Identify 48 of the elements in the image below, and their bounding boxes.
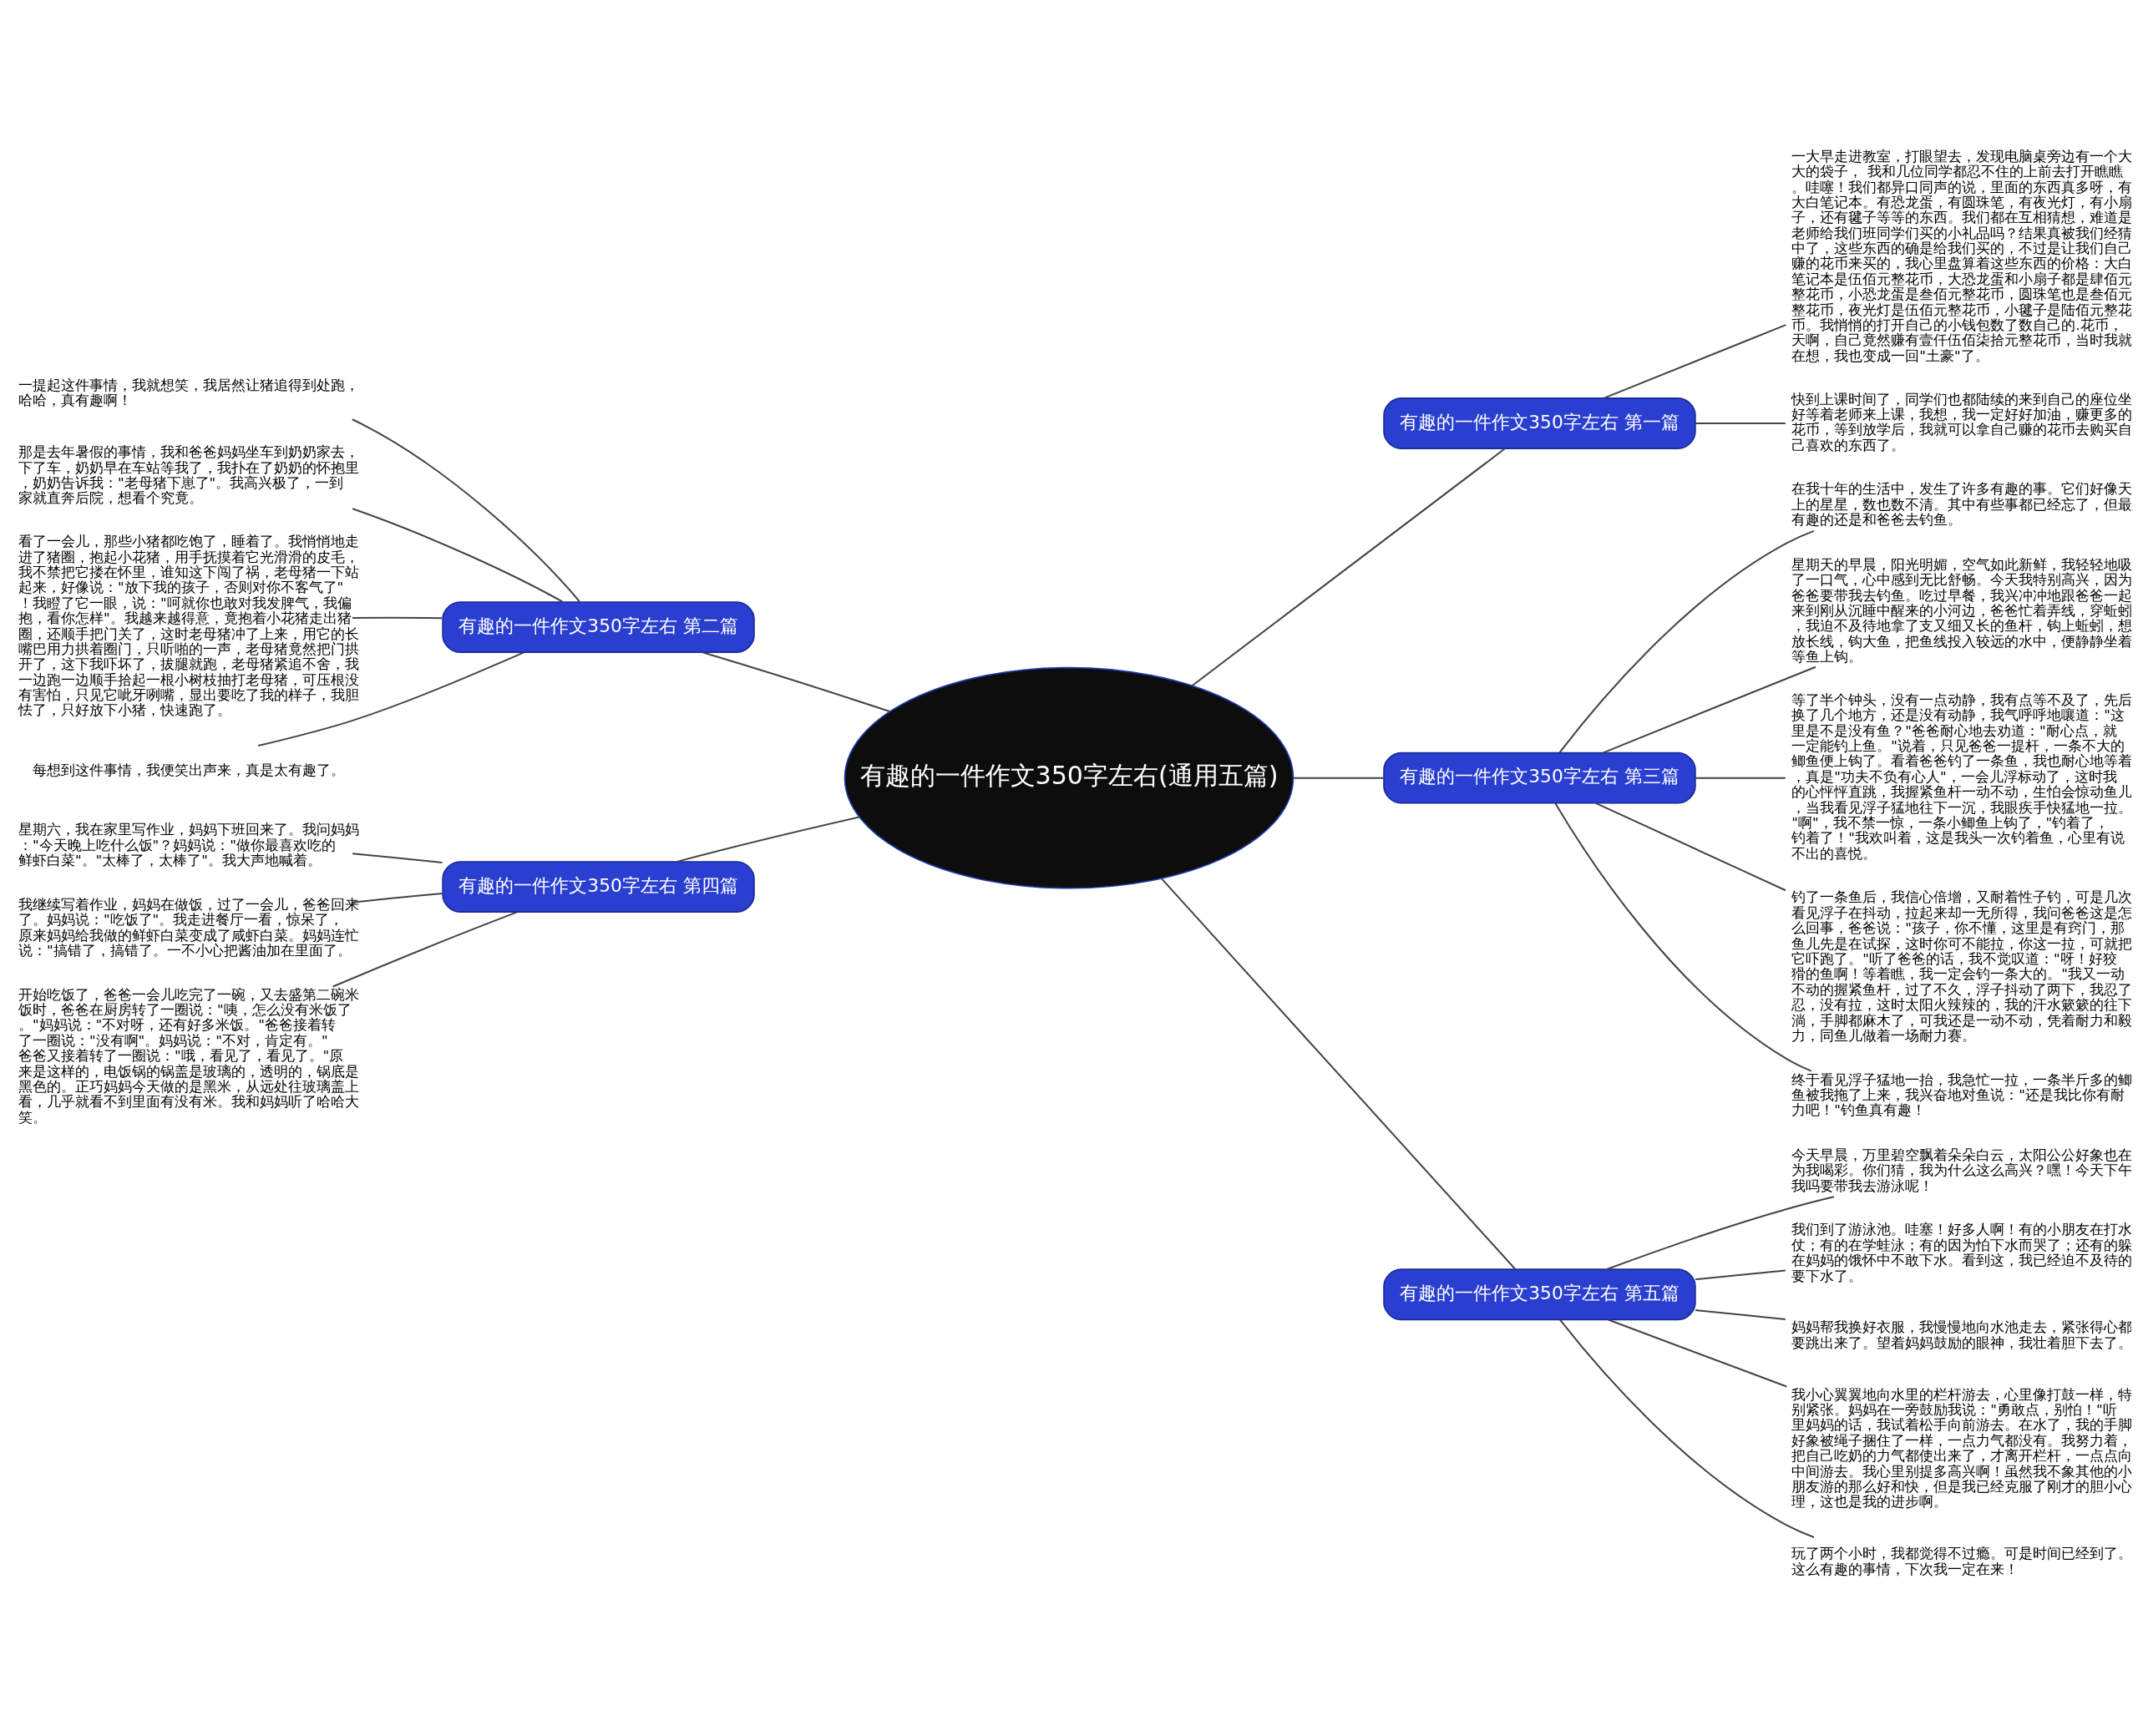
connector bbox=[1191, 448, 1506, 686]
node-text: 开始吃饭了，爸爸一会儿吃完了一碗，又去盛第二碗米饭时，爸爸在厨房转了一圈说："咦，怎么没有米饭了。"妈妈说："不对呀，还有好多米饭。"爸爸接着转了一圈说："没有啊"。妈妈说："不对，肯定有。"爸爸又接着转了一圈说："哦，看见了，看见了。"原来是这样的，电饭锅的锅盖是玻璃的，透明的，锅底是黑色的。正巧妈妈今天做的是黑米，从远处往玻璃盖上看，几乎就看不到里面有没有米。我和妈妈听了哈哈大笑。 bbox=[18, 985, 359, 1126]
connector bbox=[702, 651, 890, 712]
connector bbox=[1161, 878, 1516, 1270]
node-text: 妈妈帮我换好衣服，我慢慢地向水池走去，紧张得心都要跳出来了。望着妈妈鼓励的眼神，我壮着胆下去了。 bbox=[1791, 1318, 2133, 1351]
connector bbox=[258, 651, 524, 747]
node-box: 有趣的一件作文350字左右 第一篇 bbox=[1383, 397, 1696, 449]
connector bbox=[676, 816, 859, 863]
node-box: 有趣的一件作文350字左右 第二篇 bbox=[442, 601, 755, 654]
node-text: 今天早晨，万里碧空飘着朵朵白云，太阳公公好象也在为我喝彩。你们猜，我为什么这么高兴？嘿！今天下午我吗要带我去游泳呢！ bbox=[1791, 1146, 2133, 1194]
node-text: 在我十年的生活中，发生了许多有趣的事。它们好像天上的星星，数也数不清。其中有些事都已经忘了，但最有趣的还是和爸爸去钓鱼。 bbox=[1791, 480, 2133, 529]
node-text: 我们到了游泳池。哇塞！好多人啊！有的小朋友在打水仗；有的在学蛙泳；有的因为怕下水而哭了；还有的躲在妈妈的饿怀中不敢下水。看到这，我已经迫不及待的要下水了。 bbox=[1791, 1221, 2133, 1284]
connector bbox=[1695, 1308, 1786, 1320]
connector bbox=[332, 911, 518, 988]
connector bbox=[352, 616, 443, 620]
connector bbox=[1695, 777, 1786, 779]
node-ellipse: 有趣的一件作文350字左右(通用五篇) bbox=[844, 666, 1294, 889]
node-box: 有趣的一件作文350字左右 第三篇 bbox=[1383, 752, 1696, 804]
connector bbox=[1293, 777, 1384, 779]
connector bbox=[1559, 1319, 1815, 1538]
connector bbox=[1695, 1269, 1786, 1281]
connector bbox=[1606, 1196, 1835, 1270]
connector bbox=[1603, 324, 1786, 399]
connector bbox=[1558, 529, 1815, 753]
connector bbox=[352, 508, 564, 603]
node-text: 看了一会儿，那些小猪都吃饱了，睡着了。我悄悄地走进了猪圈，抱起小花猪，用手抚摸着它光滑滑的皮毛，我不禁把它搂在怀里，谁知这下闯了祸，老母猪一下站起来，好像说："放下我的孩子，否则对你不客气了"！我瞪了它一眼，说："呵就你也敢对我发脾气，我偏抱，看你怎样"。我越来越得意，竟抱着小花猪走出猪圈，还顺手把门关了，这时老母猪冲了上来，用它的长嘴巴用力拱着圈门，只听啪的一声，老母猪竟然把门拱开了，这下我吓坏了，拔腿就跑，老母猪紧追不舍，我一边跑一边顺手拾起一根小树枝抽打老母猪，可压根没有害怕，只见它呲牙咧嘴，显出要吃了我的样子，我胆怯了，只好放下小猪，快速跑了。 bbox=[18, 533, 359, 719]
node-text: 等了半个钟头，没有一点动静，我有点等不及了，先后换了几个地方，还是没有动静，我气呼呼地嚷道："这里是不是没有鱼？"爸爸耐心地去劝道："耐心点，就一定能钓上鱼。"说着，只见爸爸一提杆，一条不大的鲫鱼便上钩了。看着爸爸钓了一条鱼，我也耐心地等着，真是"功夫不负有心人"，一会儿浮标动了，这时我的心怦怦直跳，我握紧鱼杆一动不动，生怕会惊动鱼儿，当我看见浮子猛地往下一沉，我眼疾手快猛地一拉。"啊"，我不禁一惊，一条小鲫鱼上钩了，"钓着了，钓着了！"我欢叫着，这是我头一次钓着鱼，心里有说不出的喜悦。 bbox=[1791, 691, 2133, 862]
connector bbox=[352, 853, 443, 863]
connector bbox=[1602, 666, 1816, 754]
node-text: 每想到这件事情，我便笑出声来，真是太有趣了。 bbox=[32, 761, 345, 778]
connector bbox=[1595, 802, 1786, 892]
node-text: 星期天的早晨，阳光明媚，空气如此新鲜，我轻轻地吸了一口气，心中感到无比舒畅。今天我特别高兴，因为爸爸要带我去钓鱼。吃过早餐，我兴冲冲地跟爸爸一起来到刚从沉睡中醒来的小河边，爸爸忙着弄线，穿蚯蚓，我迫不及待地拿了支又细又长的鱼杆，钩上蚯蚓，想放长线，钩大鱼，把鱼线投入较远的水中，便静静坐着等鱼上钩。 bbox=[1791, 555, 2133, 666]
connector bbox=[352, 892, 443, 903]
connector bbox=[352, 418, 580, 602]
node-text: 星期六，我在家里写作业，妈妈下班回来了。我问妈妈："今天晚上吃什么饭"？妈妈说："做你最喜欢吃的鲜虾白菜"。"太棒了，太棒了"。我大声地喊着。 bbox=[18, 821, 359, 869]
node-text: 玩了两个小时，我都觉得不过瘾。可是时间已经到了。这么有趣的事情，下次我一定在来！ bbox=[1791, 1545, 2133, 1577]
node-text: 钓了一条鱼后，我信心倍增，又耐着性子钓，可是几次看见浮子在抖动，拉起来却一无所得，我问爸爸这是怎么回事，爸爸说："孩子，你不懂，这里是有窍门，那鱼儿先是在试探，这时你可不能拉，你这一拉，可就把它吓跑了。"听了爸爸的话，我不觉叹道："呀！好狡猾的鱼啊！等着瞧，我一定会钓一条大的。"我又一动不动的握紧鱼杆，过了不久，浮子抖动了两下，我忍了忍，没有拉，这时太阳火辣辣的，我的汗水簌簌的往下淌，手脚都麻木了，可我还是一动不动，凭着耐力和毅力，同鱼儿做着一场耐力赛。 bbox=[1791, 888, 2133, 1044]
node-text: 一提起这件事情，我就想笑，我居然让猪追得到处跑，哈哈，真有趣啊！ bbox=[18, 376, 359, 409]
node-box: 有趣的一件作文350字左右 第四篇 bbox=[442, 861, 755, 913]
connector bbox=[1554, 802, 1812, 1072]
node-text: 我继续写着作业，妈妈在做饭，过了一会儿，爸爸回来了。妈妈说："吃饭了"。我走进餐厅一看，惊呆了，原来妈妈给我做的鲜虾白菜变成了咸虾白菜。妈妈连忙说："搞错了，搞错了。一不小心把酱油加在里面了。 bbox=[18, 895, 359, 959]
connector bbox=[1608, 1318, 1787, 1388]
node-text: 终于看见浮子猛地一抬，我急忙一拉，一条半斤多的鲫鱼被我拖了上来，我兴奋地对鱼说："还是我比你有耐力吧！"钓鱼真有趣！ bbox=[1791, 1070, 2133, 1119]
node-text: 快到上课时间了，同学们也都陆续的来到自己的座位坐好等着老师来上课，我想，我一定好好加油，赚更多的花币，等到放学后，我就可以拿自己赚的花币去购买自己喜欢的东西了。 bbox=[1791, 390, 2133, 453]
node-box: 有趣的一件作文350字左右 第五篇 bbox=[1383, 1268, 1696, 1321]
node-text: 那是去年暑假的事情，我和爸爸妈妈坐车到奶奶家去，下了车，奶奶早在车站等我了，我扑在了奶奶的怀抱里，奶奶告诉我："老母猪下崽了"。我高兴极了，一到家就直奔后院，想看个究竟。 bbox=[18, 443, 359, 507]
connector bbox=[1695, 423, 1786, 425]
node-text: 一大早走进教室，打眼望去，发现电脑桌旁边有一个大大的袋子， 我和几位同学都忍不住的上前去打开瞧瞧。哇噻！我们都异口同声的说，里面的东西真多呀，有大白笔记本。有恐龙蛋，有圆珠笔，有夜光灯，有小扇子，还有毽子等等的东西。我们都在互相猜想，难道是老师给我们班同学们买的小礼品吗？结果真被我们经猜中了，这些东西的确是给我们买的，不过是让我们自己赚的花币来买的，我心里盘算着这些东西的价格：大白笔记本是伍佰元整花币，大恐龙蛋和小扇子都是肆佰元整花币，小恐龙蛋是叁佰元整花币，圆珠笔也是叁佰元整花币，夜光灯是伍佰元整花币，小毽子是陆佰元整花币。我悄悄的打开自己的小钱包数了数自己的.花币，天啊，自己竟然赚有壹仟伍佰柒拾元整花币，当时我就在想，我也变成一回"土豪"了。 bbox=[1791, 147, 2133, 364]
